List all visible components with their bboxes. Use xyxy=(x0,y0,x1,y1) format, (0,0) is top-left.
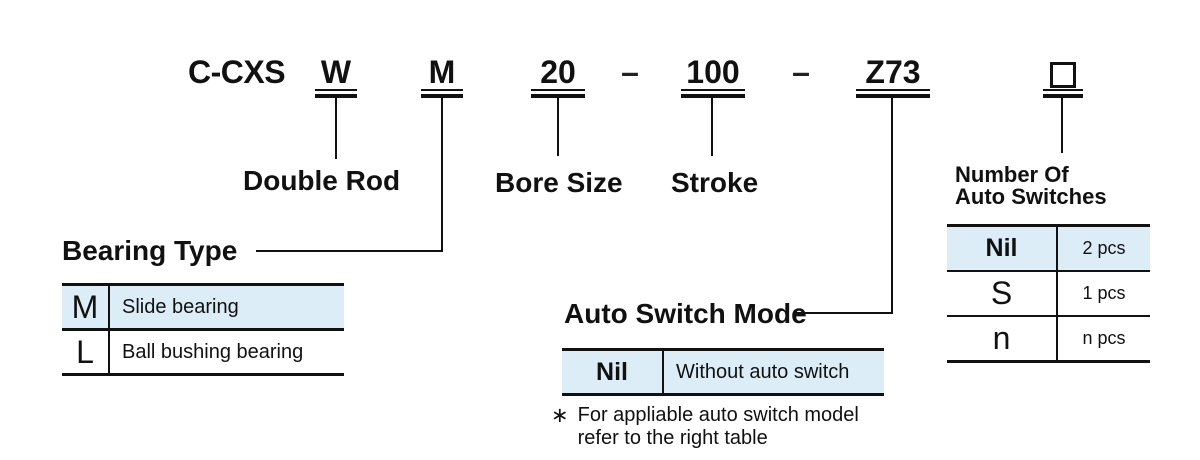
table-row: S 1 pcs xyxy=(947,270,1150,315)
segment-text: 100 xyxy=(686,54,740,90)
table-row: n n pcs xyxy=(947,315,1150,360)
part-number-segment-auto-switch-qty xyxy=(1043,56,1083,98)
footnote-line2: refer to the right table xyxy=(577,427,768,449)
auto-switch-qty-table: Nil 2 pcs S 1 pcs n n pcs xyxy=(947,224,1150,363)
underline-bar xyxy=(856,94,930,98)
stroke-label: Stroke xyxy=(671,167,759,198)
auto-switch-qty-label: Number Of Auto Switches xyxy=(955,164,1107,208)
underline xyxy=(856,89,930,91)
connector-bore-size xyxy=(557,98,559,156)
underline xyxy=(1043,89,1083,91)
qty-value: 1 pcs xyxy=(1082,283,1126,303)
footnote-text: For appliable auto switch model refer to… xyxy=(578,404,859,450)
underline-bar xyxy=(421,94,463,98)
double-rod-label: Double Rod xyxy=(243,165,401,196)
bearing-type-label: Bearing Type xyxy=(62,235,238,266)
auto-switch-description: Without auto switch xyxy=(676,360,850,383)
qty-code: Nil xyxy=(947,227,1058,270)
underline-bar xyxy=(315,94,357,98)
qty-value: n pcs xyxy=(1082,328,1126,348)
auto-switch-footnote: ∗ For appliable auto switch model refer … xyxy=(551,404,859,450)
underline xyxy=(531,89,585,91)
separator-dash: – xyxy=(792,54,810,90)
auto-switch-qty-label-line1: Number Of xyxy=(955,162,1069,187)
bearing-description: Ball bushing bearing xyxy=(122,340,304,363)
segment-text: M xyxy=(428,54,456,90)
bearing-code: M xyxy=(62,286,110,328)
connector-bearing-type-vertical xyxy=(441,98,443,252)
part-number-segment-double-rod: W xyxy=(315,56,357,98)
connector-stroke xyxy=(711,98,713,156)
auto-switch-mode-label: Auto Switch Mode xyxy=(564,298,807,329)
box-holder xyxy=(1043,56,1083,89)
segment-text: 20 xyxy=(540,54,576,90)
table-row: L Ball bushing bearing xyxy=(62,328,344,373)
part-number-segment-bearing-type: M xyxy=(421,56,463,98)
part-number-segment-stroke: 100 xyxy=(681,56,745,98)
underline xyxy=(421,89,463,91)
underline-bar xyxy=(1043,94,1083,98)
bearing-code: L xyxy=(62,331,110,373)
connector-bearing-type-horizontal xyxy=(256,250,443,252)
asterisk-icon: ∗ xyxy=(551,404,569,427)
connector-auto-switch-qty xyxy=(1061,98,1063,153)
table-row: Nil Without auto switch xyxy=(562,351,884,393)
footnote-line1: For appliable auto switch model xyxy=(577,404,859,426)
underline xyxy=(315,89,357,91)
separator-dash: – xyxy=(621,54,639,90)
underline-bar xyxy=(681,94,745,98)
qty-code: n xyxy=(947,317,1058,360)
connector-auto-switch-horizontal xyxy=(795,312,893,314)
part-number-segment-auto-switch: Z73 xyxy=(856,56,930,98)
table-row: Nil 2 pcs xyxy=(947,227,1150,270)
underline-bar xyxy=(531,94,585,98)
auto-switch-qty-label-line2: Auto Switches xyxy=(955,184,1107,209)
bearing-description: Slide bearing xyxy=(122,295,239,318)
qty-code: S xyxy=(947,272,1058,315)
part-number-segment-bore-size: 20 xyxy=(531,56,585,98)
qty-value: 2 pcs xyxy=(1082,238,1126,258)
bore-size-label: Bore Size xyxy=(495,167,623,198)
segment-text: Z73 xyxy=(865,54,921,90)
auto-switch-qty-box-icon xyxy=(1050,62,1076,88)
part-number-prefix: C-CXS xyxy=(188,54,286,90)
table-row: M Slide bearing xyxy=(62,286,344,328)
bearing-type-table: M Slide bearing L Ball bushing bearing xyxy=(62,283,344,376)
underline xyxy=(681,89,745,91)
connector-auto-switch-vertical xyxy=(891,98,893,314)
auto-switch-code: Nil xyxy=(562,351,664,393)
connector-double-rod xyxy=(335,98,337,159)
segment-text: W xyxy=(320,54,352,90)
auto-switch-mode-table: Nil Without auto switch xyxy=(562,348,884,396)
